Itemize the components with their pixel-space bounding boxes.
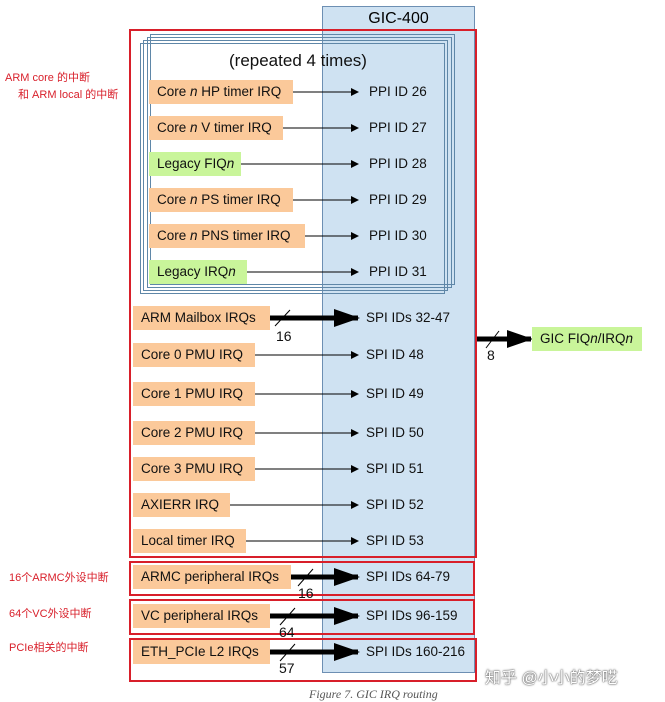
spi-target-50: SPI ID 50 — [366, 425, 424, 440]
eth-pcie-source: ETH_PCIe L2 IRQs — [133, 640, 270, 664]
ppi-source-pns-timer: Core n PNS timer IRQ — [149, 224, 305, 248]
armc-peripheral-source: ARMC peripheral IRQs — [133, 565, 291, 589]
output-bus-tick — [485, 330, 500, 349]
ppi-source-v-timer: Core n V timer IRQ — [149, 116, 283, 140]
spi-source-core3-pmu: Core 3 PMU IRQ — [133, 457, 255, 481]
watermark: 知乎 @小小的梦呓 — [485, 670, 618, 687]
armc-bus-width: 16 — [298, 585, 314, 601]
spi-source-axierr: AXIERR IRQ — [133, 493, 230, 517]
spi-source-core1-pmu: Core 1 PMU IRQ — [133, 382, 255, 406]
mailbox-bus-width: 16 — [276, 328, 292, 344]
ppi-target-26: PPI ID 26 — [369, 84, 427, 99]
figure-caption: Figure 7. GIC IRQ routing — [309, 687, 438, 701]
spi-source-arm-mailbox: ARM Mailbox IRQs — [133, 306, 270, 330]
spi-source-core2-pmu: Core 2 PMU IRQ — [133, 421, 255, 445]
vc-target: SPI IDs 96-159 — [366, 608, 458, 623]
armc-annotation: 16个ARMC外设中断 — [9, 572, 109, 584]
spi-target-49: SPI ID 49 — [366, 386, 424, 401]
spi-source-core0-pmu: Core 0 PMU IRQ — [133, 343, 255, 367]
vc-annotation: 64个VC外设中断 — [9, 608, 92, 620]
pcie-bus-tick — [279, 643, 296, 662]
pcie-group — [129, 638, 477, 682]
ppi-target-28: PPI ID 28 — [369, 156, 427, 171]
armc-group — [129, 561, 475, 596]
spi-target-53: SPI ID 53 — [366, 533, 424, 548]
ppi-target-27: PPI ID 27 — [369, 120, 427, 135]
arm-core-annotation-line2: 和 ARM local 的中断 — [18, 89, 119, 101]
ppi-source-legacy-irq: Legacy IRQn — [149, 260, 247, 284]
ppi-source-ps-timer: Core n PS timer IRQ — [149, 188, 293, 212]
spi-target-32-47: SPI IDs 32-47 — [366, 310, 451, 325]
armc-bus-tick — [297, 568, 314, 587]
repeat-frame-3 — [147, 37, 452, 288]
ppi-target-31: PPI ID 31 — [369, 264, 427, 279]
vc-bus-tick — [279, 607, 296, 626]
vc-group — [129, 599, 475, 635]
ppi-target-30: PPI ID 30 — [369, 228, 427, 243]
spi-target-51: SPI ID 51 — [366, 461, 424, 476]
gic-output-fiq-irq: GIC FIQn/IRQn — [532, 327, 642, 351]
pcie-bus-width: 57 — [279, 660, 295, 676]
pcie-target: SPI IDs 160-216 — [366, 644, 466, 659]
spi-target-48: SPI ID 48 — [366, 347, 424, 362]
ppi-source-legacy-fiq: Legacy FIQn — [149, 152, 241, 176]
repeat-frame-2 — [143, 40, 448, 291]
gic-title: GIC-400 — [368, 10, 429, 27]
repeat-frame-1 — [140, 43, 445, 294]
arm-core-annotation-line1: ARM core 的中断 — [5, 72, 90, 84]
output-bus-width: 8 — [487, 347, 495, 363]
pcie-annotation: PCIe相关的中断 — [9, 642, 89, 654]
vc-bus-width: 64 — [279, 624, 295, 640]
ppi-source-hp-timer: Core n HP timer IRQ — [149, 80, 293, 104]
arm-core-local-group — [129, 29, 477, 558]
spi-target-52: SPI ID 52 — [366, 497, 424, 512]
spi32-bus-tick — [274, 309, 291, 327]
spi-source-local-timer: Local timer IRQ — [133, 529, 246, 553]
repeated-label: (repeated 4 times) — [229, 51, 367, 70]
ppi-target-29: PPI ID 29 — [369, 192, 427, 207]
vc-peripheral-source: VC peripheral IRQs — [133, 604, 270, 628]
armc-target: SPI IDs 64-79 — [366, 569, 451, 584]
